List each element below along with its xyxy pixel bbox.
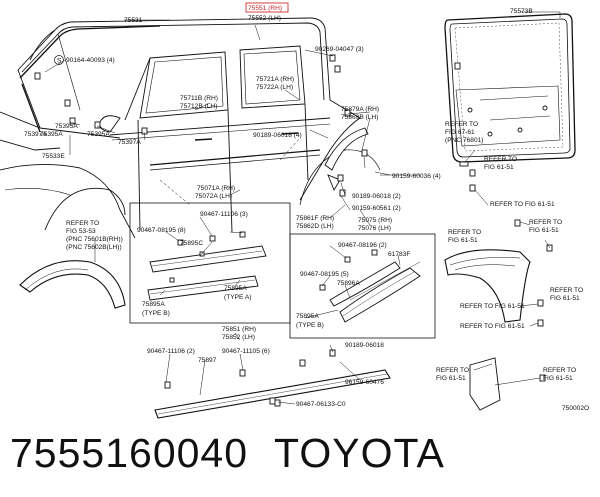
leader-lines <box>44 11 561 405</box>
moulding-box-left <box>129 202 291 324</box>
refer-5-b: FIG 61-51 <box>448 237 478 244</box>
refer-3-d: (PNC 75602B(LH)) <box>66 244 122 251</box>
callout-75397a-1: 75397A <box>24 131 47 138</box>
refer-11-a: REFER TO <box>543 367 576 374</box>
footer-brand: TOYOTA <box>274 430 445 476</box>
callout-75861f: 75861F (RH) <box>296 215 334 222</box>
quarter-molding <box>324 127 369 192</box>
callout-61783f: 61783F <box>388 251 410 258</box>
label-type-a: (TYPE A) <box>224 294 251 301</box>
callout-90467-08196: 90467-08196 (2) <box>338 242 387 249</box>
callout-90159-60036: 90159-60036 (4) <box>392 173 441 180</box>
callout-75895a-right: 75895A <box>296 313 319 320</box>
callout-75896a: 75896A <box>337 280 360 287</box>
callout-75397a-2: 75397A <box>118 139 141 146</box>
callout-90189-2: 90189-06018 (2) <box>352 193 401 200</box>
callout-90467-11105: 90467-11105 (6) <box>222 348 270 355</box>
refer-10-a: REFER TO <box>436 367 469 374</box>
label-type-b-right: (TYPE B) <box>296 322 324 329</box>
callout-75721a: 75721A (RH) <box>256 76 294 83</box>
refer-1-b: FIG 67-61 <box>445 129 475 136</box>
callout-90164: 90164-40093 (4) <box>66 57 115 64</box>
refer-11-b: FIG 61-51 <box>543 375 573 382</box>
moulding-box-right <box>289 233 436 339</box>
refer-5-a: REFER TO <box>448 229 481 236</box>
diagram-code: 750002O <box>562 405 589 412</box>
mud-guard <box>469 357 501 411</box>
callout-90467-08195-8: 90467-08195 (8) <box>137 227 186 234</box>
callout-labels: 75531 75551 (RH) 75552 (LH) 75573B 90164… <box>24 5 589 412</box>
refer-7-a: REFER TO <box>550 287 583 294</box>
label-type-b-left: (TYPE B) <box>142 310 170 317</box>
fastener-symbols <box>34 54 553 407</box>
callout-75851: 75851 (RH) <box>222 326 256 333</box>
refer-8: REFER TO FIG 61-51 <box>460 303 525 310</box>
callout-90467-11106-3: 90467-11106 (3) <box>200 211 248 218</box>
rocker-moulding <box>154 349 391 419</box>
refer-2-b: FIG 61-51 <box>484 164 514 171</box>
refer-9: REFER TO FIG 61-51 <box>460 323 525 330</box>
callout-75895a-typeb: 75895A <box>142 301 165 308</box>
callout-75076: 75076 (LH) <box>358 225 391 232</box>
callout-90159-60561: 90159-60561 (2) <box>352 205 401 212</box>
callout-96159-60476: 96159-60476 <box>345 379 384 386</box>
callout-75869b: 75869B (LH) <box>341 114 378 121</box>
refer-6-a: REFER TO <box>529 219 562 226</box>
callout-75573b: 75573B <box>510 8 533 15</box>
highlighted-part-frame <box>245 2 289 13</box>
refer-1-c: (PNC 76801) <box>445 137 483 144</box>
refer-4: REFER TO FIG 61-51 <box>490 201 555 208</box>
refer-3-b: FIG 53-53 <box>66 228 96 235</box>
front-fender-flare <box>19 260 126 309</box>
callout-75071a: 75071A (RH) <box>197 185 235 192</box>
callout-75075: 75075 (RH) <box>358 217 392 224</box>
s-circle-label: S <box>57 58 62 65</box>
callout-75712b: 75712B (LH) <box>180 103 217 110</box>
callout-75072a: 75072A (LH) <box>195 193 232 200</box>
refer-3-c: (PNC 75601B(RH)) <box>66 236 123 243</box>
callout-75552: 75552 (LH) <box>248 15 281 22</box>
refer-7-b: FIG 61-51 <box>550 295 580 302</box>
callout-75551: 75551 (RH) <box>248 5 282 12</box>
callout-75862d: 75862D (LH) <box>296 223 334 230</box>
footer-caption: 7555160040 TOYOTA <box>10 430 471 477</box>
callout-90467-08195-5: 90467-08195 (5) <box>300 271 349 278</box>
refer-10-b: FIG 61-51 <box>436 375 466 382</box>
callout-75895a-typea: 75895A <box>224 285 247 292</box>
refer-6-b: FIG 61-51 <box>529 227 559 234</box>
callout-75852: 75852 (LH) <box>222 334 255 341</box>
callout-90467-06133: 90467-06133-C0 <box>296 401 346 408</box>
callout-75879a: 75879A (RH) <box>341 106 379 113</box>
callout-90467-11106-2: 90467-11106 (2) <box>147 348 195 355</box>
callout-75722a: 75722A (LH) <box>256 84 293 91</box>
callout-75395a-2: 75395A <box>87 131 110 138</box>
callout-75395a-3: 75395A <box>40 131 63 138</box>
callout-75895c: 75895C <box>180 240 203 247</box>
refer-2-a: REFER TO <box>484 156 517 163</box>
callout-75531: 75531 <box>124 17 143 24</box>
rear-fender-flare <box>444 249 531 323</box>
refer-1-a: REFER TO <box>445 121 478 128</box>
callout-75395a-1: 75395A <box>55 123 78 130</box>
footer-part-number: 7555160040 <box>10 430 249 476</box>
callout-90189-4: 90189-06018 (4) <box>253 132 302 139</box>
callout-90189-06018: 90189-06018 <box>345 342 384 349</box>
s-circle-symbol <box>54 55 64 65</box>
windshield-moulding <box>19 25 161 133</box>
callout-90269: 90269-04047 (3) <box>315 46 364 53</box>
back-door-weatherstrip <box>444 13 576 163</box>
callout-75533e: 75533E <box>42 153 65 160</box>
callout-75897: 75897 <box>198 357 217 364</box>
callout-75711b: 75711B (RH) <box>180 95 218 102</box>
refer-3-a: REFER TO <box>66 220 99 227</box>
